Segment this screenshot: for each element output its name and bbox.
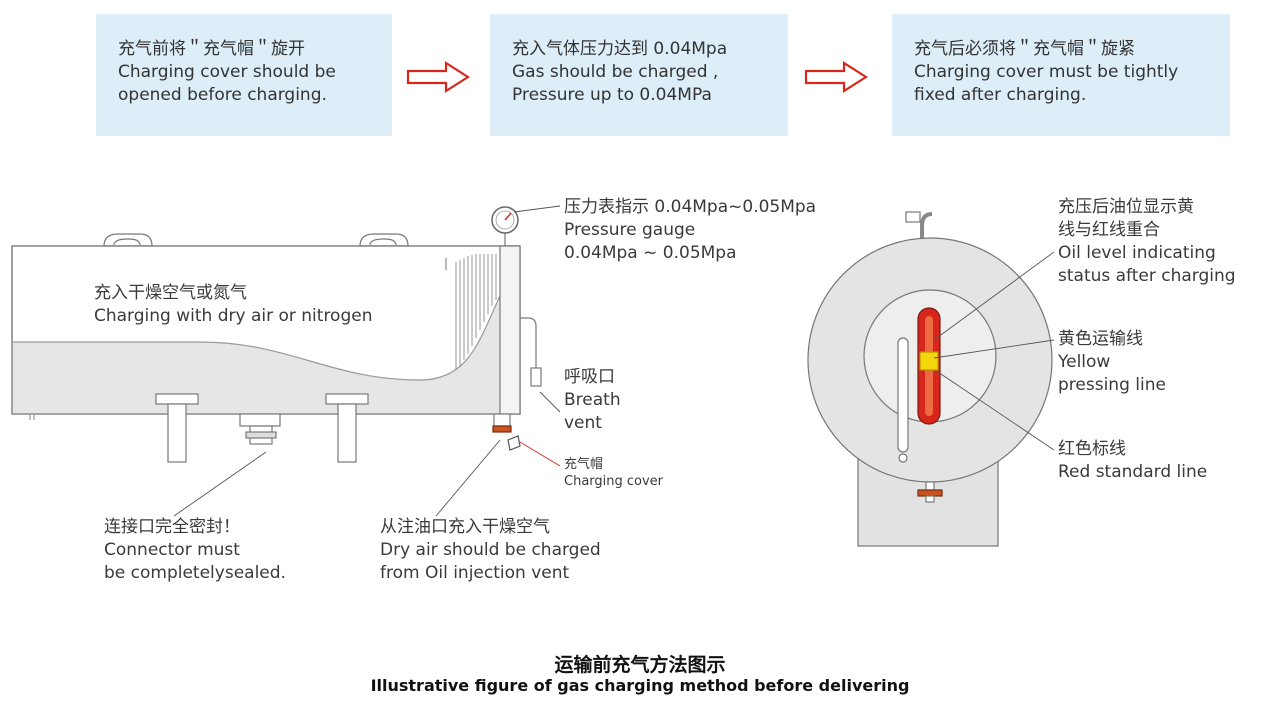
caption-en: Illustrative figure of gas charging meth… xyxy=(370,676,910,695)
step-2-cn: 充入气体压力达到 0.04Mpa xyxy=(512,39,728,59)
step-box-3: 充气后必须将＂充气帽＂旋紧 Charging cover must be tig… xyxy=(892,14,1230,136)
step-3-en-line1: Charging cover must be tightly xyxy=(914,62,1179,82)
caption-cn: 运输前充气方法图示 xyxy=(554,654,726,676)
label-pressure-gauge: 压力表指示 0.04Mpa~0.05Mpa Pressure gauge 0.0… xyxy=(564,197,817,263)
label-yellow-line: 黄色运输线 Yellow pressing line xyxy=(1058,329,1166,395)
transformer-front-view xyxy=(807,211,1053,547)
label-charging-dry-air: 充入干燥空气或氮气 Charging with dry air or nitro… xyxy=(94,283,373,326)
label-connector: 连接口完全密封！ Connector must be completelysea… xyxy=(104,517,286,583)
label-red-line: 红色标线 Red standard line xyxy=(1058,439,1208,482)
process-arrow-icon xyxy=(804,60,868,94)
radiator-fins xyxy=(455,254,501,370)
charging-cover-icon xyxy=(507,435,521,451)
label-oil-level: 充压后油位显示黄 线与红线重合 Oil level indicating sta… xyxy=(1058,197,1236,286)
step-box-2: 充入气体压力达到 0.04Mpa Gas should be charged ,… xyxy=(490,14,788,136)
label-oil-injection: 从注油口充入干燥空气 Dry air should be charged fro… xyxy=(380,517,601,583)
leader-lines-left xyxy=(173,205,561,517)
label-charging-cover: 充气帽 Charging cover xyxy=(564,457,664,489)
step-2-en-line1: Gas should be charged , xyxy=(512,62,719,82)
process-arrow-icon xyxy=(406,60,470,94)
yellow-line-icon xyxy=(919,351,939,371)
step-2-en-line2: Pressure up to 0.04MPa xyxy=(512,85,712,105)
step-1-en-line1: Charging cover should be xyxy=(118,62,336,82)
transformer-side-view xyxy=(11,206,542,463)
label-breath-vent: 呼吸口 Breath vent xyxy=(564,367,621,433)
leader-lines-right xyxy=(933,251,1055,451)
step-box-1: 充气前将＂充气帽＂旋开 Charging cover should be ope… xyxy=(96,14,392,136)
step-3-cn: 充气后必须将＂充气帽＂旋紧 xyxy=(914,39,1135,59)
step-1-cn: 充气前将＂充气帽＂旋开 xyxy=(118,39,305,59)
step-1-en-line2: opened before charging. xyxy=(118,85,327,105)
step-3-en-line2: fixed after charging. xyxy=(914,85,1087,105)
oil-fill xyxy=(12,296,500,414)
